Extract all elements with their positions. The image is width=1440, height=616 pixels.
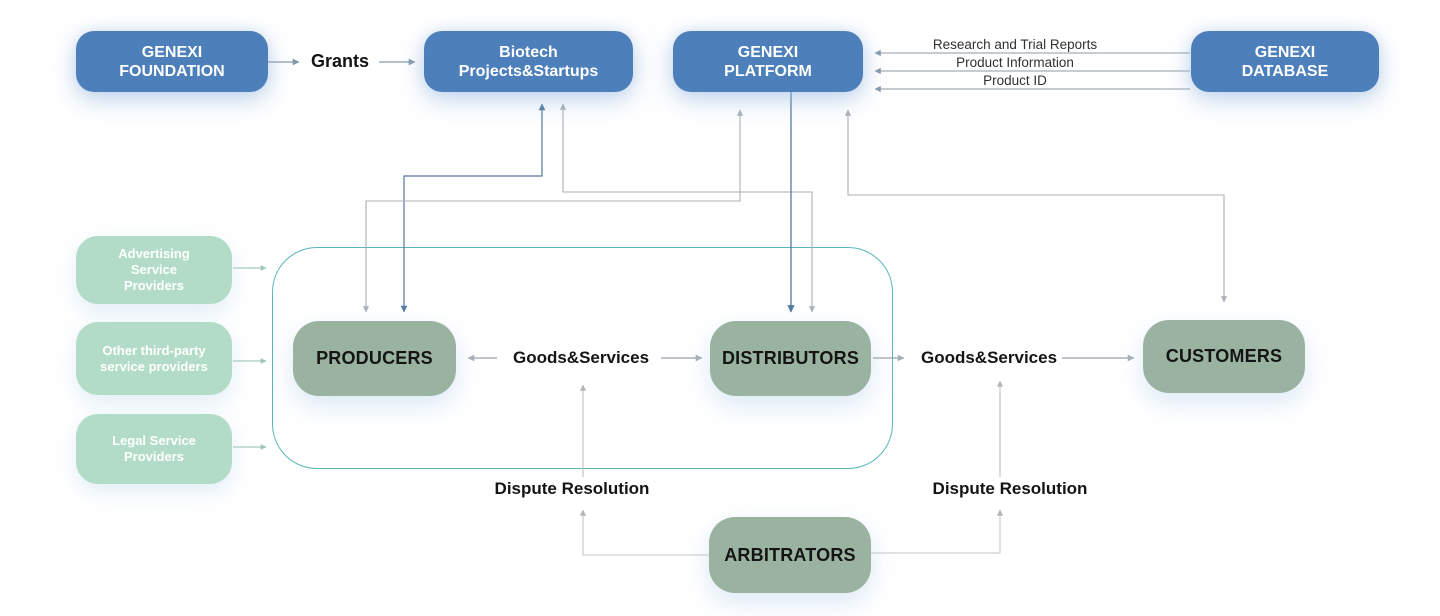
node-label: PRODUCERS (316, 348, 433, 368)
edge-label-grants: Grants (310, 51, 370, 71)
node-customers: CUSTOMERS (1143, 320, 1305, 393)
node-legal-service-providers: Legal Service Providers (76, 414, 232, 484)
edge-arbitrators-to-dispute-left (579, 509, 709, 556)
edge-label-product-information: Product Information (956, 55, 1074, 70)
edge-label-research-and-trial-reports: Research and Trial Reports (932, 37, 1098, 52)
node-other-third-party-service-providers: Other third-party service providers (76, 322, 232, 395)
node-label: GENEXI FOUNDATION (119, 43, 225, 80)
edge-biotech-distributors (559, 103, 816, 313)
edge-label-dispute-resolution-right: Dispute Resolution (932, 479, 1088, 498)
node-label: GENEXI DATABASE (1241, 43, 1329, 80)
node-label: Biotech Projects&Startups (458, 43, 599, 80)
node-distributors: DISTRIBUTORS (710, 321, 871, 396)
edge-arbitrators-to-dispute-right (871, 509, 1004, 554)
edge-label-dispute-resolution-left: Dispute Resolution (494, 479, 650, 498)
edge-label-goods-services-right: Goods&Services (920, 348, 1058, 367)
edge-biotech-producers (400, 103, 546, 313)
node-biotech-projects-startups: Biotech Projects&Startups (424, 31, 633, 92)
edge-platform-customers (844, 109, 1228, 303)
node-label: GENEXI PLATFORM (724, 43, 812, 80)
edge-label-goods-services-left: Goods&Services (512, 348, 650, 367)
node-label: DISTRIBUTORS (721, 348, 860, 368)
node-label: Legal Service Providers (112, 433, 196, 464)
node-advertising-service-providers: Advertising Service Providers (76, 236, 232, 304)
node-genexi-database: GENEXI DATABASE (1191, 31, 1379, 92)
node-producers: PRODUCERS (293, 321, 456, 396)
node-label: CUSTOMERS (1165, 346, 1283, 366)
node-label: Other third-party service providers (100, 342, 208, 374)
node-label: Advertising Service Providers (118, 246, 190, 293)
edge-platform-producers (362, 109, 744, 313)
node-arbitrators: ARBITRATORS (709, 517, 871, 593)
node-label: ARBITRATORS (724, 544, 856, 565)
node-genexi-platform: GENEXI PLATFORM (673, 31, 863, 92)
node-genexi-foundation: GENEXI FOUNDATION (76, 31, 268, 92)
edge-label-product-id: Product ID (983, 73, 1047, 88)
